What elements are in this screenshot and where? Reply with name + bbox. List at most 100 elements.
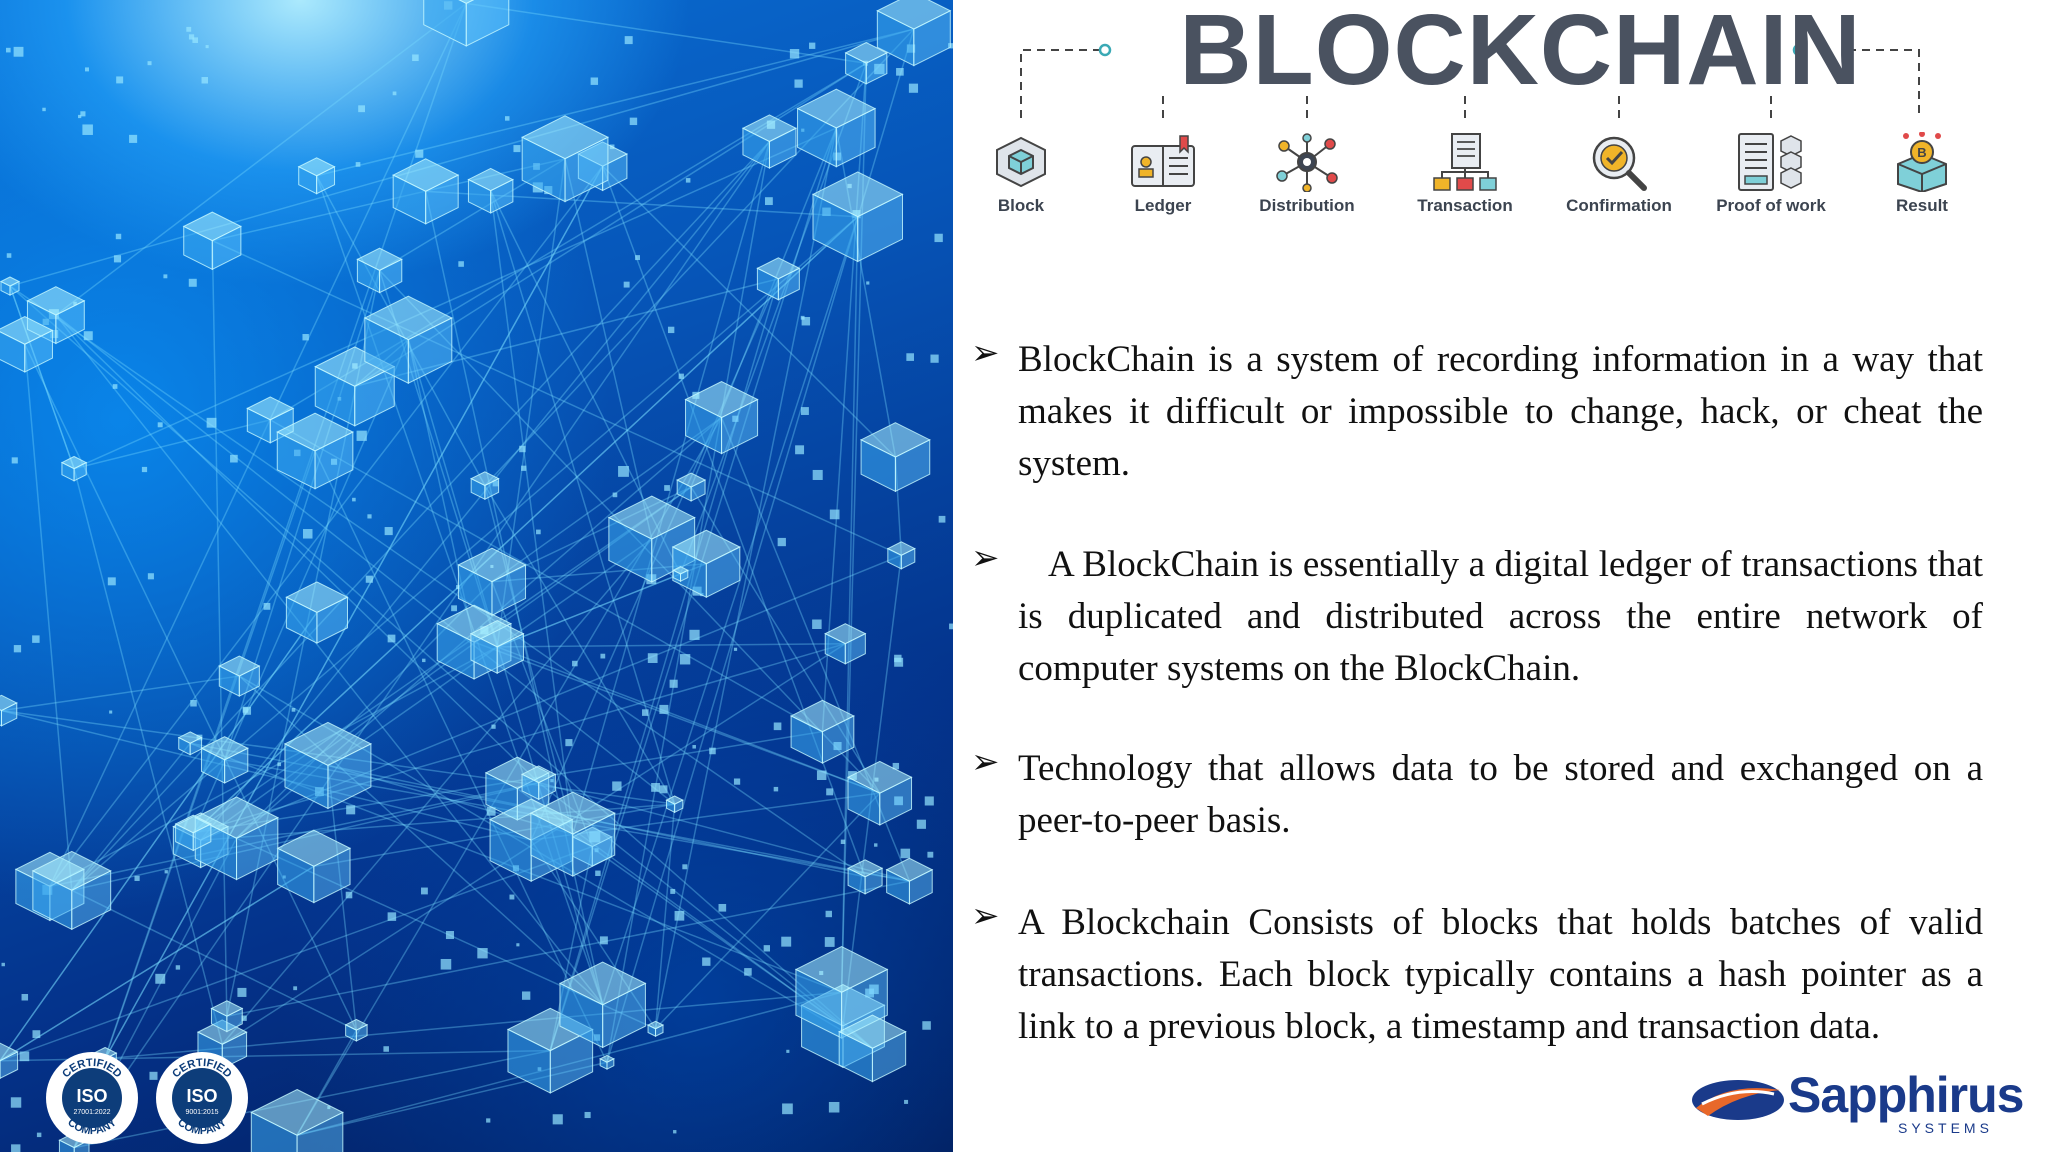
flow-step-label: Block: [997, 196, 1045, 215]
glowing-cube: [577, 141, 629, 192]
glowing-cube: [684, 380, 759, 455]
badge-standard-text: 9001:2015: [185, 1109, 218, 1116]
svg-text:B: B: [1917, 145, 1926, 160]
blockchain-network-image: CERTIFIED COMPANY ISO 27001:2022 CERTIFI…: [0, 0, 953, 1152]
glowing-cube: [200, 736, 249, 784]
server-icon: [1738, 133, 1802, 191]
ledger-icon: [1131, 135, 1195, 187]
glowing-cube: [838, 1014, 907, 1083]
glowing-cube: [676, 472, 707, 502]
network-cubes-graphic: [0, 0, 953, 1152]
glowing-cube: [876, 0, 952, 67]
glowing-cube: [756, 257, 801, 301]
arrow-bullet-icon: ➢: [971, 742, 1000, 782]
badge-iso-text: ISO: [76, 1086, 107, 1106]
arrow-bullet-icon: ➢: [971, 538, 1000, 578]
arrow-bullet-icon: ➢: [971, 333, 1000, 373]
badge-standard-text: 27001:2022: [74, 1109, 111, 1116]
flow-step-label: Proof of work: [1716, 196, 1826, 215]
glowing-cube: [276, 829, 352, 904]
network-icon: [1276, 133, 1338, 192]
bullet-text: A BlockChain is essentially a digital le…: [1018, 544, 1983, 689]
flow-connectors: [1020, 43, 1920, 124]
svg-text:COMPANY: COMPANY: [175, 1116, 229, 1137]
glowing-cube: [392, 158, 460, 225]
glowing-cube: [811, 171, 904, 263]
confirmation-icon: [1592, 136, 1647, 191]
bullet-text: Technology that allows data to be stored…: [1018, 748, 1983, 841]
glowing-cube: [314, 346, 396, 427]
flow-step-proof-of-work: Proof of work: [1696, 132, 1846, 216]
glowing-cube: [276, 412, 354, 490]
transaction-icon: [1433, 133, 1497, 191]
glowing-cube: [859, 422, 931, 493]
flow-step-block: Block: [946, 132, 1096, 216]
swoosh-logo-icon: [1692, 1080, 1784, 1120]
glowing-cube: [0, 1042, 19, 1080]
bullet-text: BlockChain is a system of recording info…: [1018, 339, 1983, 484]
glowing-cube: [177, 731, 203, 756]
glowing-cube: [218, 655, 261, 697]
glowing-cube: [0, 316, 54, 373]
glowing-cube: [672, 566, 689, 583]
glowing-cube: [846, 760, 913, 826]
flow-step-label: Confirmation: [1566, 196, 1672, 215]
glowing-cube: [356, 247, 403, 294]
glowing-cube: [194, 796, 279, 881]
glowing-cube: [824, 623, 867, 665]
glowing-cube: [665, 795, 684, 814]
iso-27001-badge: CERTIFIED COMPANY ISO 27001:2022: [44, 1050, 140, 1146]
svg-text:COMPANY: COMPANY: [65, 1116, 119, 1137]
glowing-cube: [796, 88, 877, 168]
glowing-cube: [521, 115, 610, 203]
glowing-cube: [246, 396, 295, 444]
glowing-cube: [846, 859, 884, 895]
flow-step-distribution: Distribution: [1232, 132, 1382, 216]
flow-step-confirmation: Confirmation: [1544, 132, 1694, 216]
glowing-cube: [174, 814, 212, 852]
glowing-cube: [250, 1088, 344, 1152]
flow-step-ledger: Ledger: [1088, 132, 1238, 216]
brand-name: Sapphirus: [1788, 1067, 2024, 1123]
glowing-cube: [182, 211, 243, 271]
badge-bottom-text: COMPANY: [65, 1116, 119, 1137]
glowing-cube: [0, 694, 18, 727]
iso-9001-badge: CERTIFIED COMPANY ISO 9001:2015: [154, 1050, 250, 1146]
content-panel: BLOCKCHAIN Block Ledger: [953, 0, 2048, 1152]
glowing-cube: [886, 541, 916, 570]
flow-step-result: B Result: [1847, 132, 1997, 216]
flow-step-label: Distribution: [1259, 196, 1355, 215]
glowing-cube: [31, 850, 112, 931]
arrow-bullet-icon: ➢: [971, 896, 1000, 936]
glowing-cube: [60, 455, 88, 482]
glowing-cube: [210, 1000, 244, 1033]
glowing-cube: [599, 1054, 615, 1070]
flow-step-transaction: Transaction: [1390, 132, 1540, 216]
glowing-cube: [558, 961, 647, 1049]
glowing-cube: [469, 620, 525, 674]
glowing-cube: [344, 1018, 369, 1042]
glowing-cube: [571, 826, 613, 867]
sapphirus-logo: Sapphirus SYSTEMS: [1688, 1060, 2028, 1140]
glowing-cube: [506, 1007, 594, 1094]
badge-iso-text: ISO: [186, 1086, 217, 1106]
glowing-cube: [297, 157, 336, 195]
brand-subtitle: SYSTEMS: [1898, 1120, 1993, 1136]
glowing-cube: [789, 699, 855, 764]
glowing-cube: [285, 581, 349, 644]
flow-step-label: Ledger: [1134, 196, 1192, 215]
glowing-cube: [885, 857, 934, 905]
cube-icon: [996, 136, 1046, 188]
coin-box-icon: B: [1897, 132, 1947, 192]
glowing-cube: [844, 42, 888, 85]
glowing-cube: [520, 765, 557, 801]
glowing-cube: [457, 547, 527, 617]
badge-bottom-text: COMPANY: [175, 1116, 229, 1137]
glowing-cube: [0, 276, 21, 296]
glowing-cube: [741, 114, 798, 169]
glowing-cube: [646, 1020, 665, 1038]
bullet-text: A Blockchain Consists of blocks that hol…: [1018, 902, 1983, 1047]
glowing-cube: [423, 0, 510, 47]
infographic-title: BLOCKCHAIN: [1179, 0, 1862, 106]
flow-step-label: Result: [1896, 196, 1948, 215]
